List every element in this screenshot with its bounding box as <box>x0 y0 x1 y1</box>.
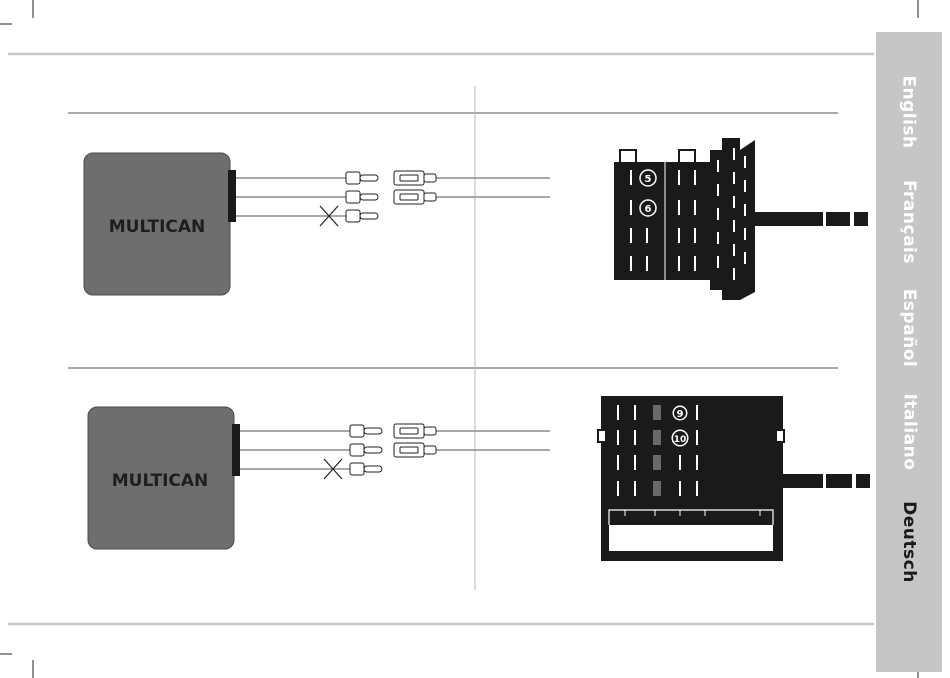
language-tab-spanish[interactable]: Español <box>876 278 942 378</box>
male-plug-1 <box>350 425 382 437</box>
module-plug <box>228 170 236 222</box>
language-tab-english[interactable]: English <box>876 62 942 162</box>
female-socket-2 <box>394 443 436 457</box>
bottom-diagram: MULTICAN <box>88 396 870 561</box>
female-socket-1 <box>394 424 436 438</box>
female-socket-2 <box>394 190 436 204</box>
language-label: Italiano <box>899 394 919 471</box>
module-label: MULTICAN <box>112 471 209 491</box>
module-plug <box>232 424 240 476</box>
male-plug-1 <box>346 172 378 184</box>
male-plug-3 <box>346 210 378 222</box>
language-label: Español <box>899 289 919 367</box>
pin-10-label: 10 <box>674 435 687 445</box>
pin-9-label: 9 <box>677 409 684 420</box>
module-wires <box>236 178 550 216</box>
male-plug-3 <box>350 463 382 475</box>
language-tab-french[interactable]: Français <box>876 172 942 272</box>
pin-5-label: 5 <box>645 174 652 185</box>
language-tab-german[interactable]: Deutsch <box>876 492 942 592</box>
module-label: MULTICAN <box>109 217 206 237</box>
language-tab-bar: English Français Español Italiano Deutsc… <box>876 32 942 672</box>
male-plug-2 <box>350 444 382 456</box>
male-plug-2 <box>346 191 378 203</box>
quadlock-connector: 9 10 <box>598 396 870 561</box>
female-socket-1 <box>394 171 436 185</box>
language-label: English <box>899 75 919 148</box>
pin-6-label: 6 <box>645 204 652 215</box>
top-diagram: MULTICAN <box>84 138 868 300</box>
language-label: Français <box>899 180 919 264</box>
language-label: Deutsch <box>899 501 919 583</box>
iso-connector: 5 6 <box>614 138 868 300</box>
crop-marks <box>0 0 918 678</box>
language-tab-italian[interactable]: Italiano <box>876 382 942 482</box>
